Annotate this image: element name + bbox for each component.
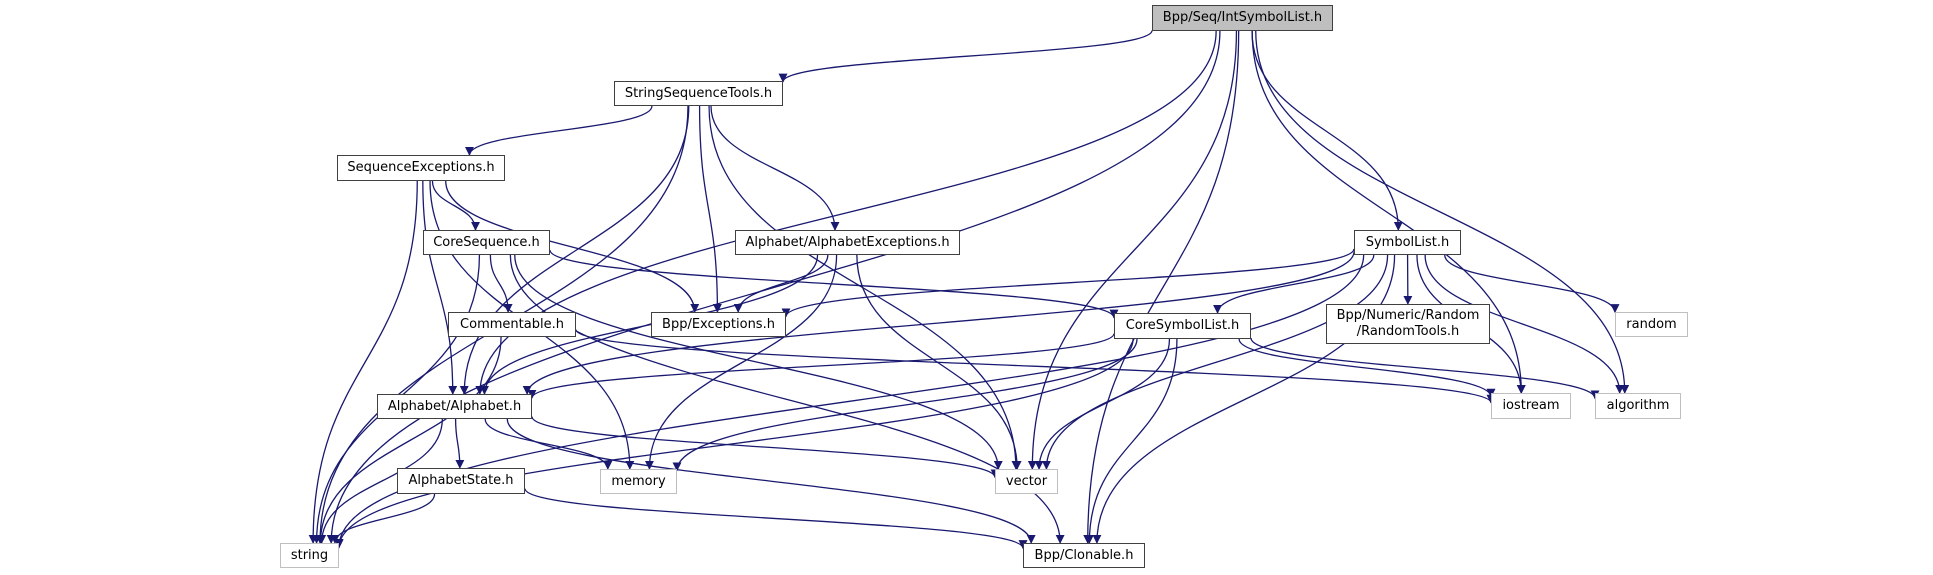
node-vector: vector — [995, 469, 1058, 494]
node-coresequence-h[interactable]: CoreSequence.h — [423, 230, 550, 255]
edge-alphexc-to-memory — [644, 254, 838, 470]
edge-sst-to-exc — [698, 105, 722, 313]
edge-alpha-to-vector — [531, 416, 1000, 479]
node-alphabetstate-h[interactable]: AlphabetState.h — [397, 468, 525, 494]
edge-coreseq-to-clonable — [509, 254, 1065, 544]
edge-seqexc-to-string — [308, 180, 418, 544]
node-string: string — [280, 543, 339, 568]
node-alphabetexceptions-h[interactable]: Alphabet/AlphabetExceptions.h — [735, 230, 960, 255]
edge-coresym-to-algorithm — [1250, 337, 1600, 400]
edge-sst-to-seqexc — [464, 105, 653, 156]
edge-seqexc-to-exc — [445, 180, 700, 313]
edge-alphstate-to-string — [330, 493, 436, 544]
node-randomtools-h[interactable]: Bpp/Numeric/Random /RandomTools.h — [1326, 304, 1490, 344]
node-random: random — [1615, 312, 1688, 337]
edge-comment-to-iostream — [575, 329, 1496, 404]
node-stringsequencetools-h[interactable]: StringSequenceTools.h — [614, 81, 783, 106]
edge-symlist-to-coresym — [1213, 254, 1375, 314]
edge-coresym-to-vector — [1034, 338, 1171, 470]
node-commentable-h[interactable]: Commentable.h — [448, 312, 576, 337]
edge-root-to-string — [326, 30, 1221, 544]
edge-alphstate-to-clonable — [524, 488, 1028, 550]
edge-symlist-to-algorithm — [1424, 254, 1625, 394]
edge-root-to-iostream — [1251, 30, 1526, 394]
edge-seqexc-to-coreseq — [431, 180, 480, 231]
edge-root-to-algorithm — [1255, 30, 1630, 394]
edge-alpha-to-alphstate — [454, 418, 465, 469]
node-exceptions-h[interactable]: Bpp/Exceptions.h — [651, 312, 786, 337]
edge-root-to-symlist — [1251, 30, 1403, 231]
edge-alpha-to-string — [317, 418, 443, 544]
edge-coresym-to-memory — [672, 338, 1138, 472]
node-symbollist-h[interactable]: SymbolList.h — [1354, 230, 1461, 255]
edge-seqexc-to-alpha — [422, 180, 458, 395]
edge-coresym-to-iostream — [1238, 338, 1496, 398]
edge-coresym-to-clonable — [1084, 338, 1178, 544]
node-algorithm: algorithm — [1595, 393, 1681, 419]
edge-alpha-to-clonable — [506, 418, 1036, 544]
edge-root-to-sst — [778, 30, 1153, 83]
edge-comment-to-string — [315, 336, 502, 544]
edge-root-to-vector — [1027, 30, 1238, 470]
node-memory: memory — [600, 469, 677, 494]
edge-symlist-to-clonable — [1092, 254, 1396, 544]
node-intsymbollist-h[interactable]: Bpp/Seq/IntSymbolList.h — [1152, 5, 1333, 31]
node-coresymbollist-h[interactable]: CoreSymbolList.h — [1114, 313, 1251, 339]
edge-root-to-clonable — [1083, 30, 1240, 544]
node-alphabet-h[interactable]: Alphabet/Alphabet.h — [377, 394, 532, 419]
edge-coreseq-to-comment — [489, 254, 513, 313]
node-iostream: iostream — [1491, 393, 1571, 419]
edge-coreseq-to-vector — [514, 254, 1003, 470]
edge-alpha-to-memory — [484, 418, 613, 470]
edge-symlist-to-alpha — [522, 251, 1355, 395]
edge-symlist-to-exc — [781, 248, 1355, 318]
edge-sst-to-alpha — [459, 105, 690, 395]
edge-symlist-to-vector — [1041, 254, 1389, 470]
edge-coreseq-to-coresym — [549, 249, 1119, 319]
edge-coresym-to-alpha — [527, 333, 1115, 399]
node-clonable-h[interactable]: Bpp/Clonable.h — [1023, 543, 1145, 568]
edge-coresym-to-string — [334, 338, 1134, 549]
edge-sst-to-alphexc — [710, 105, 840, 231]
edge-symlist-to-random — [1444, 254, 1620, 314]
node-sequenceexceptions-h[interactable]: SequenceExceptions.h — [337, 155, 505, 181]
